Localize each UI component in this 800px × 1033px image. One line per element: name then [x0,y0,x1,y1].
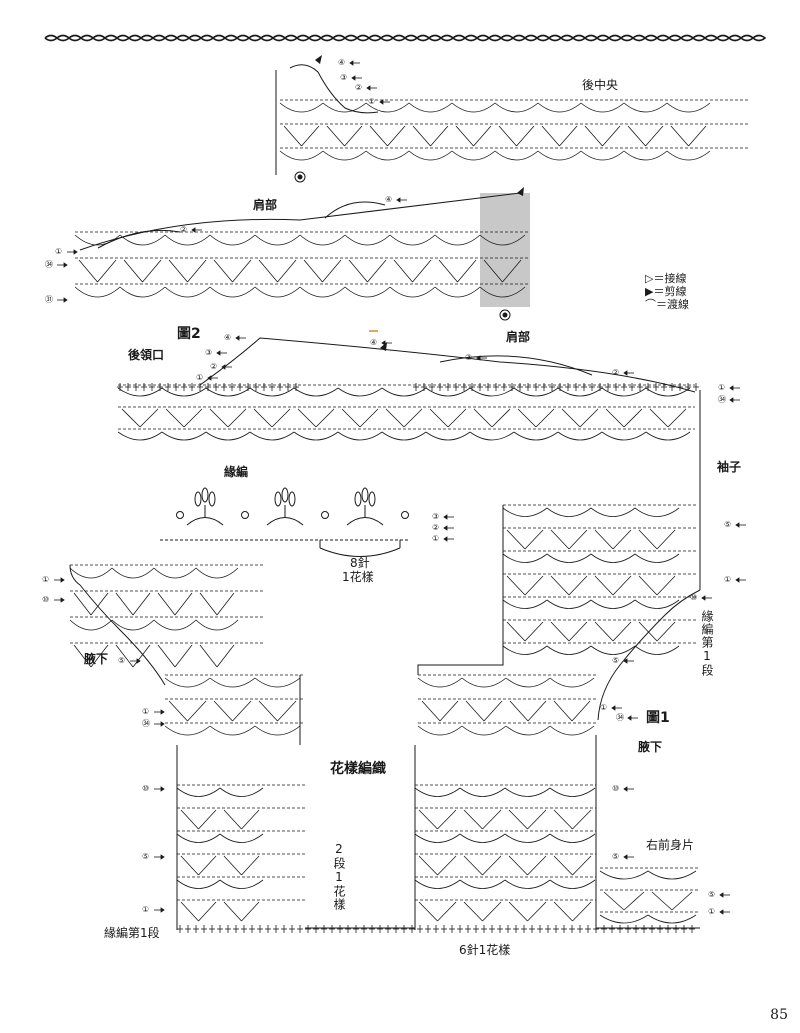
row-number: ⑤ [708,890,716,899]
page-number: 85 [770,1007,788,1023]
row-number: ⑤ [612,656,620,665]
row-number: ③ [205,348,213,357]
legend-cut-text: ＝剪線 [653,285,687,298]
row-number: ① [142,905,150,914]
row-number: ③ [432,512,440,521]
shaded-repeat-area [480,193,530,307]
legend-item-cut: ▶＝剪線 [645,285,689,298]
carry-yarn-icon: ⌒ [645,298,656,311]
grid-right-upper [502,504,698,655]
row-number: ① [368,97,376,106]
row-number: ② [612,368,620,377]
join-yarn-icon: ▷ [645,272,654,285]
row-number: ④ [338,58,346,67]
row-number: ㉞ [142,719,150,728]
grid-left-lower [176,784,305,922]
row-number: ① [724,575,732,584]
label-edging-row1-right: 緣編第1段 [700,610,714,677]
row-number: ④ [370,338,378,347]
row-number: ① [42,575,50,584]
yarn-bridges [97,201,593,557]
grid-right-front [599,867,698,924]
legend-item-join: ▷＝接線 [645,272,689,285]
label-back-neckline: 後領口 [128,348,165,362]
legend-join-text: ＝接線 [653,272,687,285]
row-number: ④ [224,333,232,342]
row-number: ⑩ [690,593,698,602]
grid-left-mid [164,674,305,736]
label-underarm-right: 腋下 [638,740,663,754]
row-number: ⑤ [724,520,732,529]
panel-outlines [69,64,701,930]
label-figure-1: 圖1 [646,710,670,726]
grid-back-center [279,99,748,161]
row-number: ㉛ [45,295,53,304]
top-border-chain [44,34,767,42]
legend: ▷＝接線 ▶＝剪線 ⌒＝渡線 [645,272,689,311]
label-sleeve: 袖子 [717,460,742,474]
foundation-row [117,383,699,933]
row-number: ① [55,247,63,256]
row-number: ⑩ [612,784,620,793]
label-edging-row1-bottom: 緣編第1段 [104,926,160,940]
row-number: ② [432,523,440,532]
grid-right-mid [417,674,596,736]
stitch-grids [69,99,748,933]
row-number: ⑤ [142,852,150,861]
label-shoulder-fig2: 肩部 [506,330,531,344]
grid-left-upper [69,564,265,668]
label-edging: 緣編 [224,465,249,479]
row-number: ③ [465,353,473,362]
row-number: ② [210,362,218,371]
label-underarm-left: 腋下 [84,652,109,666]
label-1-pattern: 1花樣 [342,570,374,584]
grid-shoulder-upper [74,231,530,298]
label-right-front-body: 右前身片 [646,838,695,852]
row-number: ① [600,703,608,712]
row-number: ③ [340,73,348,82]
row-number: ㉞ [718,395,726,404]
row-number: ④ [385,195,393,204]
label-8-stitches: 8針 [350,556,370,570]
row-arrows [54,60,746,915]
legend-item-carry: ⌒＝渡線 [645,298,689,311]
label-pattern-knitting: 花樣編織 [330,761,386,777]
grid-figure-2 [117,384,695,441]
cut-yarn-icon: ▶ [645,285,654,298]
row-number: ① [708,907,716,916]
row-number: ① [432,534,440,543]
row-number: ① [142,707,150,716]
row-number: ② [355,83,363,92]
row-number: ① [196,373,204,382]
row-number: ㉞ [45,260,53,269]
row-number: ⑩ [42,595,50,604]
label-2-rows-1-pattern: 2段1花樣 [332,842,346,911]
label-figure-2: 圖2 [177,326,201,342]
row-number: ② [180,225,188,234]
legend-carry-text: ＝渡線 [656,298,689,311]
row-number: ① [718,383,726,392]
row-number: ⑩ [142,784,150,793]
edging-motif [160,487,410,541]
label-shoulder-upper: 肩部 [253,198,278,212]
label-back-center: 後中央 [582,78,619,92]
row-number: ⑤ [612,852,620,861]
label-6-stitch-repeat: 6針1花樣 [459,943,511,957]
row-number: ㉞ [616,713,624,722]
grid-right-lower [414,784,596,922]
row-number: ⑤ [118,656,126,665]
